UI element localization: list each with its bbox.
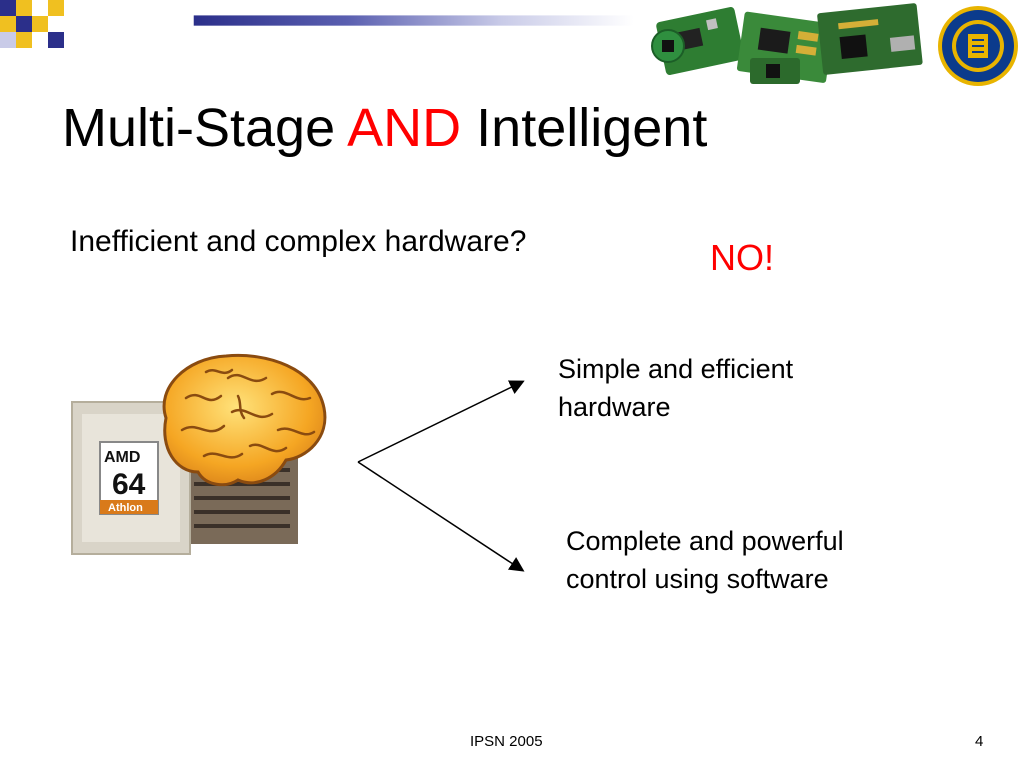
arrow-icon <box>357 380 525 463</box>
footer-conference: IPSN 2005 <box>470 733 543 750</box>
slide-title: Multi-Stage AND Intelligent <box>62 96 707 160</box>
branch-top-line-2: hardware <box>558 392 671 422</box>
brain-image <box>162 353 327 487</box>
branch-top-text: Simple and efficient hardware <box>558 350 888 426</box>
header-stripe <box>193 15 634 26</box>
cpu-number: 64 <box>112 468 146 501</box>
footer-page-number: 4 <box>975 733 984 750</box>
cpu-model: Athlon <box>108 502 143 514</box>
header-decoration <box>193 15 634 26</box>
title-and: AND <box>347 98 462 158</box>
branch-bottom-line-2: control using software <box>566 564 829 594</box>
answer-text: NO! <box>710 237 775 278</box>
branch-bottom-text: Complete and powerful control using soft… <box>566 522 936 598</box>
arrow-icon <box>357 461 525 572</box>
corner-checker-icon <box>0 0 80 56</box>
cpu-brand: AMD <box>104 449 140 466</box>
circuit-boards-image <box>651 3 923 84</box>
branch-arrows <box>357 380 525 572</box>
university-seal-icon <box>938 6 1018 86</box>
title-part-3: Intelligent <box>461 98 708 158</box>
title-part-1: Multi-Stage <box>62 98 348 158</box>
branch-top-line-1: Simple and efficient <box>558 354 794 384</box>
branch-bottom-line-1: Complete and powerful <box>566 526 844 556</box>
question-text: Inefficient and complex hardware? <box>70 225 527 258</box>
